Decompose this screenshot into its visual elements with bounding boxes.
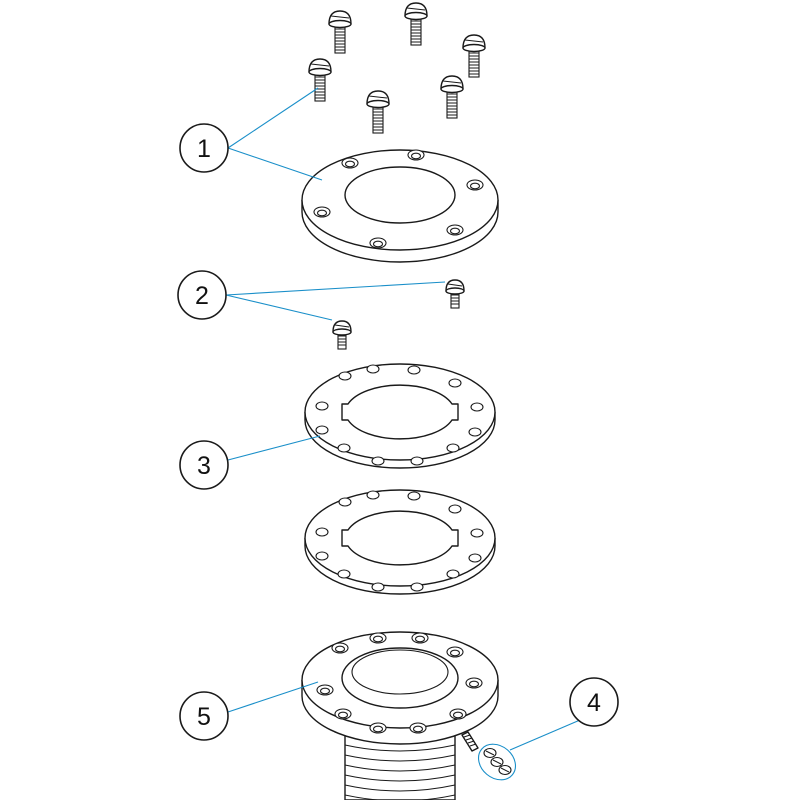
- callout-2: 2: [177, 270, 227, 320]
- screw: [440, 75, 464, 119]
- leader-lines: [225, 87, 581, 781]
- screw-set-part-2: [332, 279, 465, 350]
- callout-5: 5: [179, 691, 229, 741]
- mounting-hole: [369, 722, 387, 734]
- gasket-hole: [446, 443, 460, 453]
- gasket-hole: [448, 378, 462, 388]
- screw: [462, 34, 486, 78]
- gasket-hole: [338, 371, 352, 381]
- callout-label-1: 1: [197, 135, 211, 163]
- mounting-hole: [446, 224, 464, 236]
- callout-1: 1: [179, 123, 229, 173]
- callout-3: 3: [179, 440, 229, 490]
- gasket-hole: [315, 401, 329, 411]
- screw: [328, 10, 352, 54]
- callout-label-2: 2: [195, 282, 209, 310]
- gasket-hole: [410, 582, 424, 592]
- callout-4: 4: [569, 677, 619, 727]
- leader-line-3: [227, 435, 321, 461]
- gasket-hole: [315, 527, 329, 537]
- screw: [332, 320, 352, 350]
- gasket-hole: [337, 569, 351, 579]
- callout-label-5: 5: [197, 703, 211, 731]
- gasket-hole: [410, 456, 424, 466]
- mounting-hole: [411, 632, 429, 644]
- gasket-hole: [315, 551, 329, 561]
- gasket-hole: [315, 425, 329, 435]
- screw: [404, 2, 428, 46]
- mounting-hole: [409, 722, 427, 734]
- gasket-hole: [468, 553, 482, 563]
- leader-line-1a: [227, 87, 319, 149]
- gasket-hole: [337, 443, 351, 453]
- leader-line-2a: [225, 281, 446, 296]
- gasket-hole: [470, 528, 484, 538]
- gasket-hole: [470, 402, 484, 412]
- mounting-hole: [449, 708, 467, 720]
- gasket-hole: [448, 504, 462, 514]
- mounting-hole: [331, 642, 349, 654]
- gasket-hole: [407, 491, 421, 501]
- threaded-body-fitting: [301, 631, 499, 800]
- leader-line-2b: [225, 294, 333, 321]
- mounting-hole: [334, 708, 352, 720]
- gasket-hole: [468, 427, 482, 437]
- mounting-hole: [407, 149, 425, 161]
- gasket-lower: [304, 489, 496, 595]
- leader-line-4: [509, 719, 581, 751]
- mounting-hole: [369, 632, 387, 644]
- screw: [445, 279, 465, 309]
- mounting-hole: [446, 646, 464, 658]
- gasket-hole: [366, 364, 380, 374]
- mounting-hole: [369, 237, 387, 249]
- mounting-hole: [316, 684, 334, 696]
- mounting-hole: [466, 179, 484, 191]
- leader-line-1b: [227, 147, 323, 181]
- mounting-hole: [465, 677, 483, 689]
- gasket-upper: [304, 363, 496, 469]
- gasket-hole: [338, 497, 352, 507]
- callout-label-3: 3: [197, 452, 211, 480]
- callout-label-4: 4: [587, 689, 601, 717]
- gasket-hole: [407, 365, 421, 375]
- screw: [308, 58, 332, 102]
- leader-line-5: [227, 681, 319, 713]
- screw: [366, 90, 390, 134]
- set-screw-part-4: [461, 731, 512, 776]
- gasket-hole: [371, 582, 385, 592]
- mounting-hole: [341, 157, 359, 169]
- part-4-highlight: [477, 743, 517, 781]
- top-flange-ring: [301, 149, 499, 263]
- mounting-hole: [313, 206, 331, 218]
- gasket-hole: [371, 456, 385, 466]
- screw-set-part-1: [308, 2, 486, 134]
- gasket-hole: [446, 569, 460, 579]
- gasket-hole: [366, 490, 380, 500]
